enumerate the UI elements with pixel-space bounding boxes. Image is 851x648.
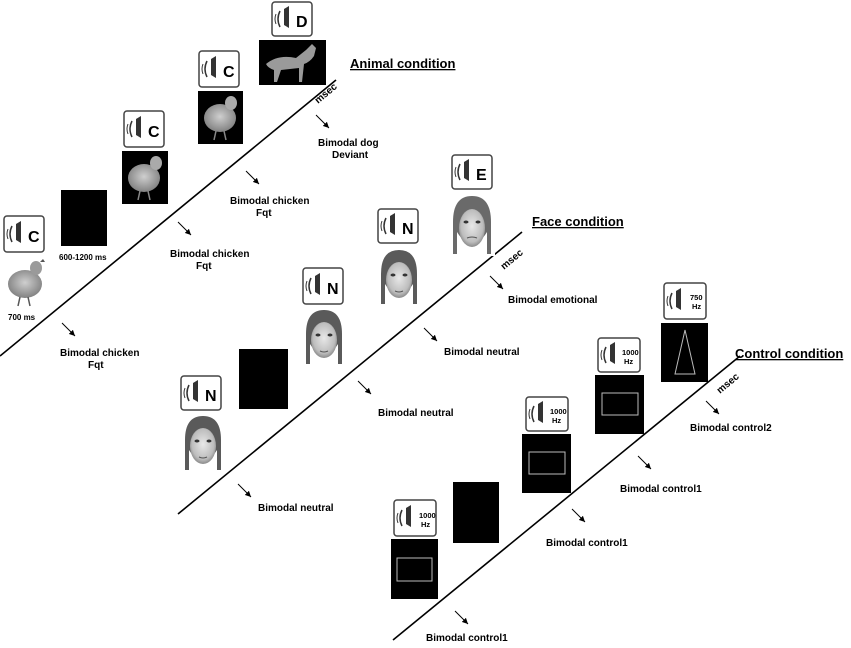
face-timeline-axis <box>177 231 523 515</box>
tone-frequency: 750 <box>690 293 703 302</box>
stimulus-label: Bimodal control2 <box>690 423 772 434</box>
control-stimulus-5-deviant: 750 Hz Bimodal control2 <box>661 282 772 434</box>
tone-icon-box: 1000 Hz <box>597 337 641 373</box>
control-condition: msec Control condition 1000 Hz Bimodal c… <box>391 282 843 644</box>
stimulus-label: Bimodal control1 <box>426 633 508 643</box>
control-stimulus-2-blank <box>453 482 499 543</box>
control-stimulus-4: 1000 Hz Bimodal control1 <box>595 337 702 495</box>
face-stimulus-3: N Bimodal neutral <box>302 267 454 419</box>
face-stimulus-4: N Bimodal neutral <box>377 208 520 358</box>
tone-unit: Hz <box>421 520 430 529</box>
sound-letter: N <box>402 221 414 238</box>
sound-icon-box: C <box>198 50 240 88</box>
stimulus-label: Bimodal dog <box>318 138 379 149</box>
speaker-icon <box>183 380 198 402</box>
sound-letter: C <box>148 124 160 141</box>
isi-duration-label: 600-1200 ms <box>59 253 107 262</box>
tone-unit: Hz <box>552 416 561 425</box>
animal-stimulus-4: C Bimodal chicken Fqt <box>198 50 309 219</box>
animal-condition: msec Animal condition C 700 m <box>0 1 456 371</box>
stimulus-label-sub: Fqt <box>88 360 104 371</box>
speaker-icon <box>396 505 411 527</box>
control-stimulus-1: 1000 Hz Bimodal control1 <box>391 499 508 644</box>
sound-letter: C <box>28 229 40 246</box>
rectangle-stimulus-image <box>522 434 571 493</box>
triangle-stimulus-image <box>661 323 708 382</box>
stimulus-label-sub: Fqt <box>196 261 212 272</box>
control-timeline-axis <box>392 355 741 641</box>
face-image <box>302 308 346 366</box>
face-image <box>377 248 421 306</box>
face-image <box>449 194 495 256</box>
stimulus-label: Bimodal chicken <box>170 249 249 260</box>
face-condition-title: Face condition <box>532 214 624 229</box>
speaker-icon <box>528 401 543 423</box>
face-condition: msec Face condition N <box>177 154 624 515</box>
speaker-icon <box>600 342 615 364</box>
speaker-icon <box>380 213 395 235</box>
speaker-icon <box>6 221 21 243</box>
speaker-icon <box>666 288 681 310</box>
stimulus-label: Bimodal control1 <box>546 538 628 549</box>
speaker-icon <box>454 159 469 181</box>
face-stimulus-1: N Bimodal neutral <box>180 375 334 514</box>
animal-stimulus-2-blank: 600-1200 ms <box>59 190 107 262</box>
dog-image <box>259 40 326 85</box>
stimulus-label: Bimodal emotional <box>508 295 598 306</box>
rectangle-stimulus-image <box>391 539 438 599</box>
blank-screen <box>61 190 107 246</box>
tone-frequency: 1000 <box>622 348 639 357</box>
speaker-icon <box>201 56 216 78</box>
speaker-icon <box>126 116 141 138</box>
stimulus-label: Bimodal neutral <box>378 408 454 419</box>
control-condition-title: Control condition <box>735 346 843 361</box>
animal-stimulus-1: C 700 ms Bimodal chicken Fqt <box>2 215 139 371</box>
tone-icon-box: 1000 Hz <box>525 396 569 432</box>
animal-timeline-axis <box>0 79 337 357</box>
sound-icon-box: E <box>451 154 493 190</box>
stimulus-label: Bimodal control1 <box>620 484 702 495</box>
face-stimulus-5-emotional: E Bimodal emotional <box>449 154 598 306</box>
stimulus-label: Bimodal chicken <box>60 348 139 359</box>
stimulus-duration-label: 700 ms <box>8 313 36 322</box>
tone-unit: Hz <box>692 302 701 311</box>
face-image <box>181 414 225 472</box>
face-stimulus-2-blank <box>239 349 288 409</box>
sound-icon-box: N <box>302 267 344 305</box>
rectangle-stimulus-image <box>595 375 644 434</box>
face-axis-unit: msec <box>499 247 526 272</box>
stimulus-label-sub: Deviant <box>332 150 369 161</box>
sound-icon-box: D <box>271 1 313 37</box>
stimulus-label: Bimodal neutral <box>258 503 334 514</box>
speaker-icon <box>305 273 320 295</box>
sound-letter: C <box>223 64 235 81</box>
stimulus-label: Bimodal neutral <box>444 347 520 358</box>
sound-letter: N <box>327 281 339 298</box>
control-axis-unit: msec <box>715 371 742 396</box>
tone-icon-box: 750 Hz <box>663 282 707 320</box>
tone-frequency: 1000 <box>419 511 436 520</box>
control-stimulus-3: 1000 Hz Bimodal control1 <box>522 396 628 549</box>
speaker-icon <box>274 6 289 28</box>
sound-letter: E <box>476 167 487 184</box>
sound-letter: D <box>296 14 308 31</box>
animal-stimulus-3: C Bimodal chicken Fqt <box>122 110 249 272</box>
tone-unit: Hz <box>624 357 633 366</box>
chicken-image <box>2 256 48 308</box>
sound-icon-box: C <box>123 110 165 148</box>
chicken-image <box>198 91 243 144</box>
stimulus-label: Bimodal chicken <box>230 196 309 207</box>
sound-icon-box: N <box>377 208 419 244</box>
stimulus-label-sub: Fqt <box>256 208 272 219</box>
tone-frequency: 1000 <box>550 407 567 416</box>
animal-condition-title: Animal condition <box>350 56 456 71</box>
sound-icon-box: C <box>3 215 45 253</box>
animal-stimulus-5-deviant: D Bimodal dog Deviant <box>259 1 379 161</box>
tone-icon-box: 1000 Hz <box>393 499 437 537</box>
chicken-image <box>122 151 168 204</box>
sound-icon-box: N <box>180 375 222 411</box>
sound-letter: N <box>205 388 217 405</box>
